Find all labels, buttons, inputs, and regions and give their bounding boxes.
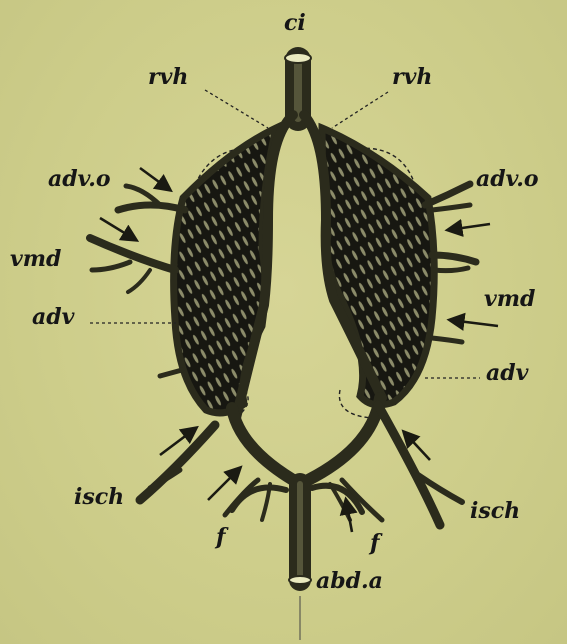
label-isch-left: isch xyxy=(74,486,124,508)
label-abda: abd.a xyxy=(316,570,383,592)
label-adv-right: adv xyxy=(486,362,528,384)
label-f-left: f xyxy=(216,526,225,548)
right-vascular-plexus xyxy=(322,128,434,405)
label-advo-left: adv.o xyxy=(48,168,111,190)
label-vmd-right: vmd xyxy=(484,288,535,310)
label-vmd-left: vmd xyxy=(10,248,61,270)
label-rvh-left: rvh xyxy=(148,66,188,88)
ci-cut-end xyxy=(285,53,311,63)
label-ci: ci xyxy=(284,12,306,34)
label-isch-right: isch xyxy=(470,500,520,522)
left-vascular-plexus xyxy=(174,128,276,413)
label-adv-left: adv xyxy=(32,306,74,328)
label-f-right: f xyxy=(370,532,379,554)
abda-cut-end xyxy=(289,576,311,584)
label-rvh-right: rvh xyxy=(392,66,432,88)
label-advo-right: adv.o xyxy=(476,168,539,190)
